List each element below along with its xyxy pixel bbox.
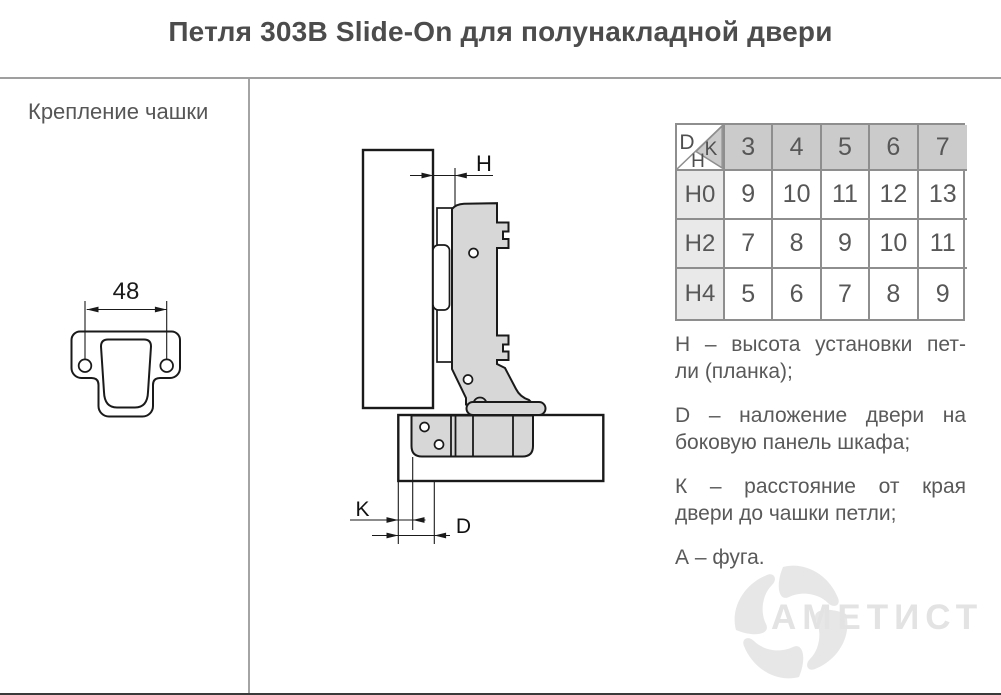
table-value-cell: 6 bbox=[773, 269, 822, 319]
table-value-cell: 8 bbox=[870, 269, 919, 319]
corner-d-label: D bbox=[679, 131, 694, 154]
definition-line: ли (планка); bbox=[675, 360, 793, 383]
definition-line: А – фуга. bbox=[675, 546, 765, 569]
table-value-cell: 13 bbox=[918, 171, 967, 220]
table-corner-cell: D K H bbox=[677, 125, 725, 171]
page-title: Петля 303B Slide-On для полунакладной дв… bbox=[168, 16, 833, 47]
table-row-header: H2 bbox=[677, 220, 725, 269]
table-value-cell: 10 bbox=[870, 220, 919, 269]
definition-line: боковую панель шкафа; bbox=[675, 431, 911, 454]
table-column-header: 3 bbox=[725, 125, 774, 171]
table-column-header: 4 bbox=[773, 125, 822, 171]
table-row-header: H4 bbox=[677, 269, 725, 319]
dimension-h-label: H bbox=[476, 151, 492, 176]
dimension-48-label: 48 bbox=[113, 278, 140, 305]
mounting-plate-cam bbox=[432, 244, 451, 311]
cup-flange bbox=[465, 401, 547, 416]
dimension-d-label: D bbox=[456, 515, 471, 538]
ametist-logo-watermark-icon bbox=[734, 565, 848, 679]
section-label: Крепление чашки bbox=[28, 99, 209, 124]
table-value-cell: 9 bbox=[935, 279, 950, 308]
definition-item: К – расстояние от края двери до чашки пет… bbox=[675, 473, 966, 527]
definition-item: А – фуга. bbox=[675, 544, 966, 571]
table-value-cell: 5 bbox=[725, 269, 774, 319]
table-value-cell: 7 bbox=[822, 269, 871, 319]
table-value-cell: 8 bbox=[773, 220, 822, 269]
definition-line: двери до чашки петли; bbox=[675, 502, 897, 525]
table-value-cell: 11 bbox=[918, 220, 967, 269]
column-divider bbox=[248, 79, 250, 693]
definition-line: D – наложение двери на bbox=[675, 404, 966, 427]
screw-hole-left bbox=[77, 358, 93, 373]
hinge-arm bbox=[451, 202, 532, 406]
definitions-block: Н – высота установки пет-ли (планка); D –… bbox=[675, 331, 966, 588]
cup-recess-outline bbox=[99, 338, 153, 409]
watermark-brand-text: АМЕТИСТ bbox=[771, 598, 984, 637]
table-value-cell: 11 bbox=[821, 171, 871, 220]
corner-k-label: K bbox=[705, 139, 718, 160]
table-column-header: 6 bbox=[870, 125, 919, 171]
cup-screw-hole-1 bbox=[419, 421, 430, 433]
definition-line: К – расстояние от края bbox=[675, 475, 966, 498]
definition-line: Н – высота установки пет- bbox=[675, 333, 966, 356]
header-divider bbox=[0, 77, 1001, 79]
screw-hole-right bbox=[159, 358, 174, 373]
definition-item: Н – высота установки пет-ли (планка); bbox=[675, 331, 966, 385]
page-bottom-border bbox=[0, 693, 1001, 695]
cabinet-panel bbox=[361, 148, 435, 410]
dimension-k-label: K bbox=[355, 498, 369, 521]
table-value-cell: 9 bbox=[821, 220, 871, 269]
corner-diagonal-icon: D K H bbox=[677, 125, 723, 169]
table-column-header: 7 bbox=[918, 125, 967, 171]
table-value-cell: 9 bbox=[725, 171, 774, 220]
table-column-header: 5 bbox=[821, 125, 871, 171]
table-row-header: H0 bbox=[677, 171, 725, 220]
table-value-cell: 7 bbox=[725, 220, 774, 269]
arm-screw-hole-2 bbox=[462, 374, 474, 385]
cup-mounting-drawing: 48 bbox=[70, 278, 181, 418]
cup-screw-hole-2 bbox=[433, 439, 445, 450]
arm-screw-hole-1 bbox=[468, 247, 479, 259]
table-value-cell: 10 bbox=[773, 171, 822, 220]
corner-h-label: H bbox=[691, 151, 705, 169]
hinge-side-view-drawing: H K D bbox=[350, 148, 605, 544]
definition-item: D – наложение двери на боковую панель шка… bbox=[675, 402, 966, 456]
table-value-cell: 12 bbox=[870, 171, 919, 220]
